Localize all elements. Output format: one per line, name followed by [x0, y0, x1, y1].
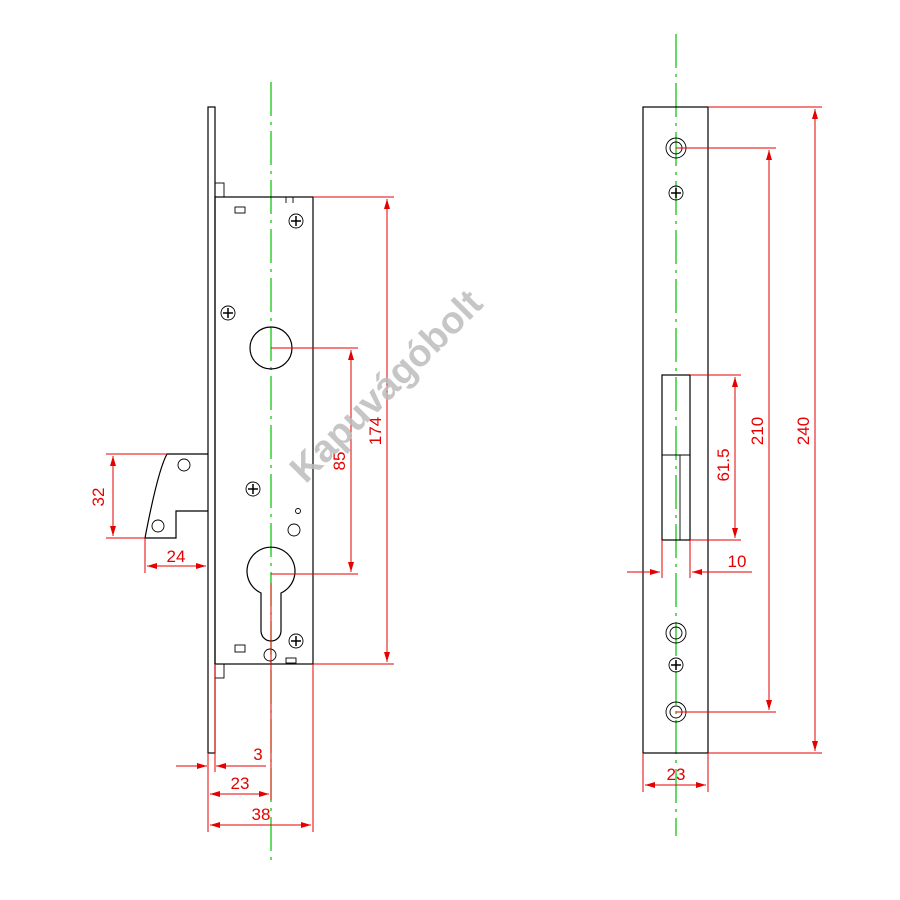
dimension-85: 85 — [271, 347, 358, 575]
pin-hole — [263, 648, 277, 662]
cylinder-cutout — [246, 546, 296, 642]
dim-label-210: 210 — [748, 417, 767, 445]
dim-label-23-front: 23 — [667, 765, 686, 784]
dimension-32: 32 — [89, 453, 167, 539]
dim-label-3: 3 — [253, 745, 262, 764]
dimension-240: 240 — [708, 106, 822, 754]
screw-icon — [288, 633, 304, 649]
screw-icon — [288, 213, 304, 229]
lock-case — [214, 196, 314, 665]
dim-label-240: 240 — [794, 417, 813, 445]
side-view: 32 24 85 174 3 — [89, 82, 394, 862]
hook-bolt-hole — [151, 519, 165, 533]
faceplate-tab-top — [214, 182, 225, 198]
dimension-38: 38 — [210, 664, 314, 832]
dimension-10: 10 — [627, 540, 752, 578]
faceplate — [207, 106, 216, 754]
pin-hole-small — [295, 508, 301, 514]
dimension-174: 174 — [313, 196, 394, 665]
dim-label-61-5: 61.5 — [714, 448, 733, 481]
case-slot-top — [234, 206, 246, 214]
hook-bolt-hole — [177, 458, 191, 472]
dim-label-23: 23 — [231, 774, 250, 793]
dimension-23-front: 23 — [642, 753, 709, 792]
latch-bolt — [661, 374, 691, 541]
dim-label-24: 24 — [167, 547, 186, 566]
dim-label-85: 85 — [330, 452, 349, 471]
hook-bolt — [144, 453, 208, 539]
dimension-61-5: 61.5 — [690, 374, 741, 541]
dimension-210: 210 — [676, 147, 776, 713]
front-faceplate — [642, 106, 709, 754]
screw-icon — [668, 185, 684, 201]
case-slot-lower — [234, 644, 246, 653]
dim-label-38: 38 — [252, 805, 271, 824]
screw-icon — [220, 305, 236, 321]
pin-hole — [287, 523, 301, 537]
front-view: 240 210 61.5 10 23 — [627, 34, 822, 836]
screw-icon — [245, 481, 261, 497]
screw-icon — [668, 657, 684, 673]
dimension-3: 3 — [176, 664, 266, 832]
dimension-23: 23 — [210, 583, 272, 800]
mounting-hole-middle — [665, 622, 687, 644]
case-slot-bottom — [285, 657, 297, 664]
dimension-24: 24 — [144, 538, 206, 573]
dim-label-32: 32 — [89, 488, 108, 507]
dim-label-10: 10 — [728, 552, 747, 571]
dim-label-174: 174 — [366, 417, 385, 445]
faceplate-tab-bottom — [214, 663, 225, 679]
